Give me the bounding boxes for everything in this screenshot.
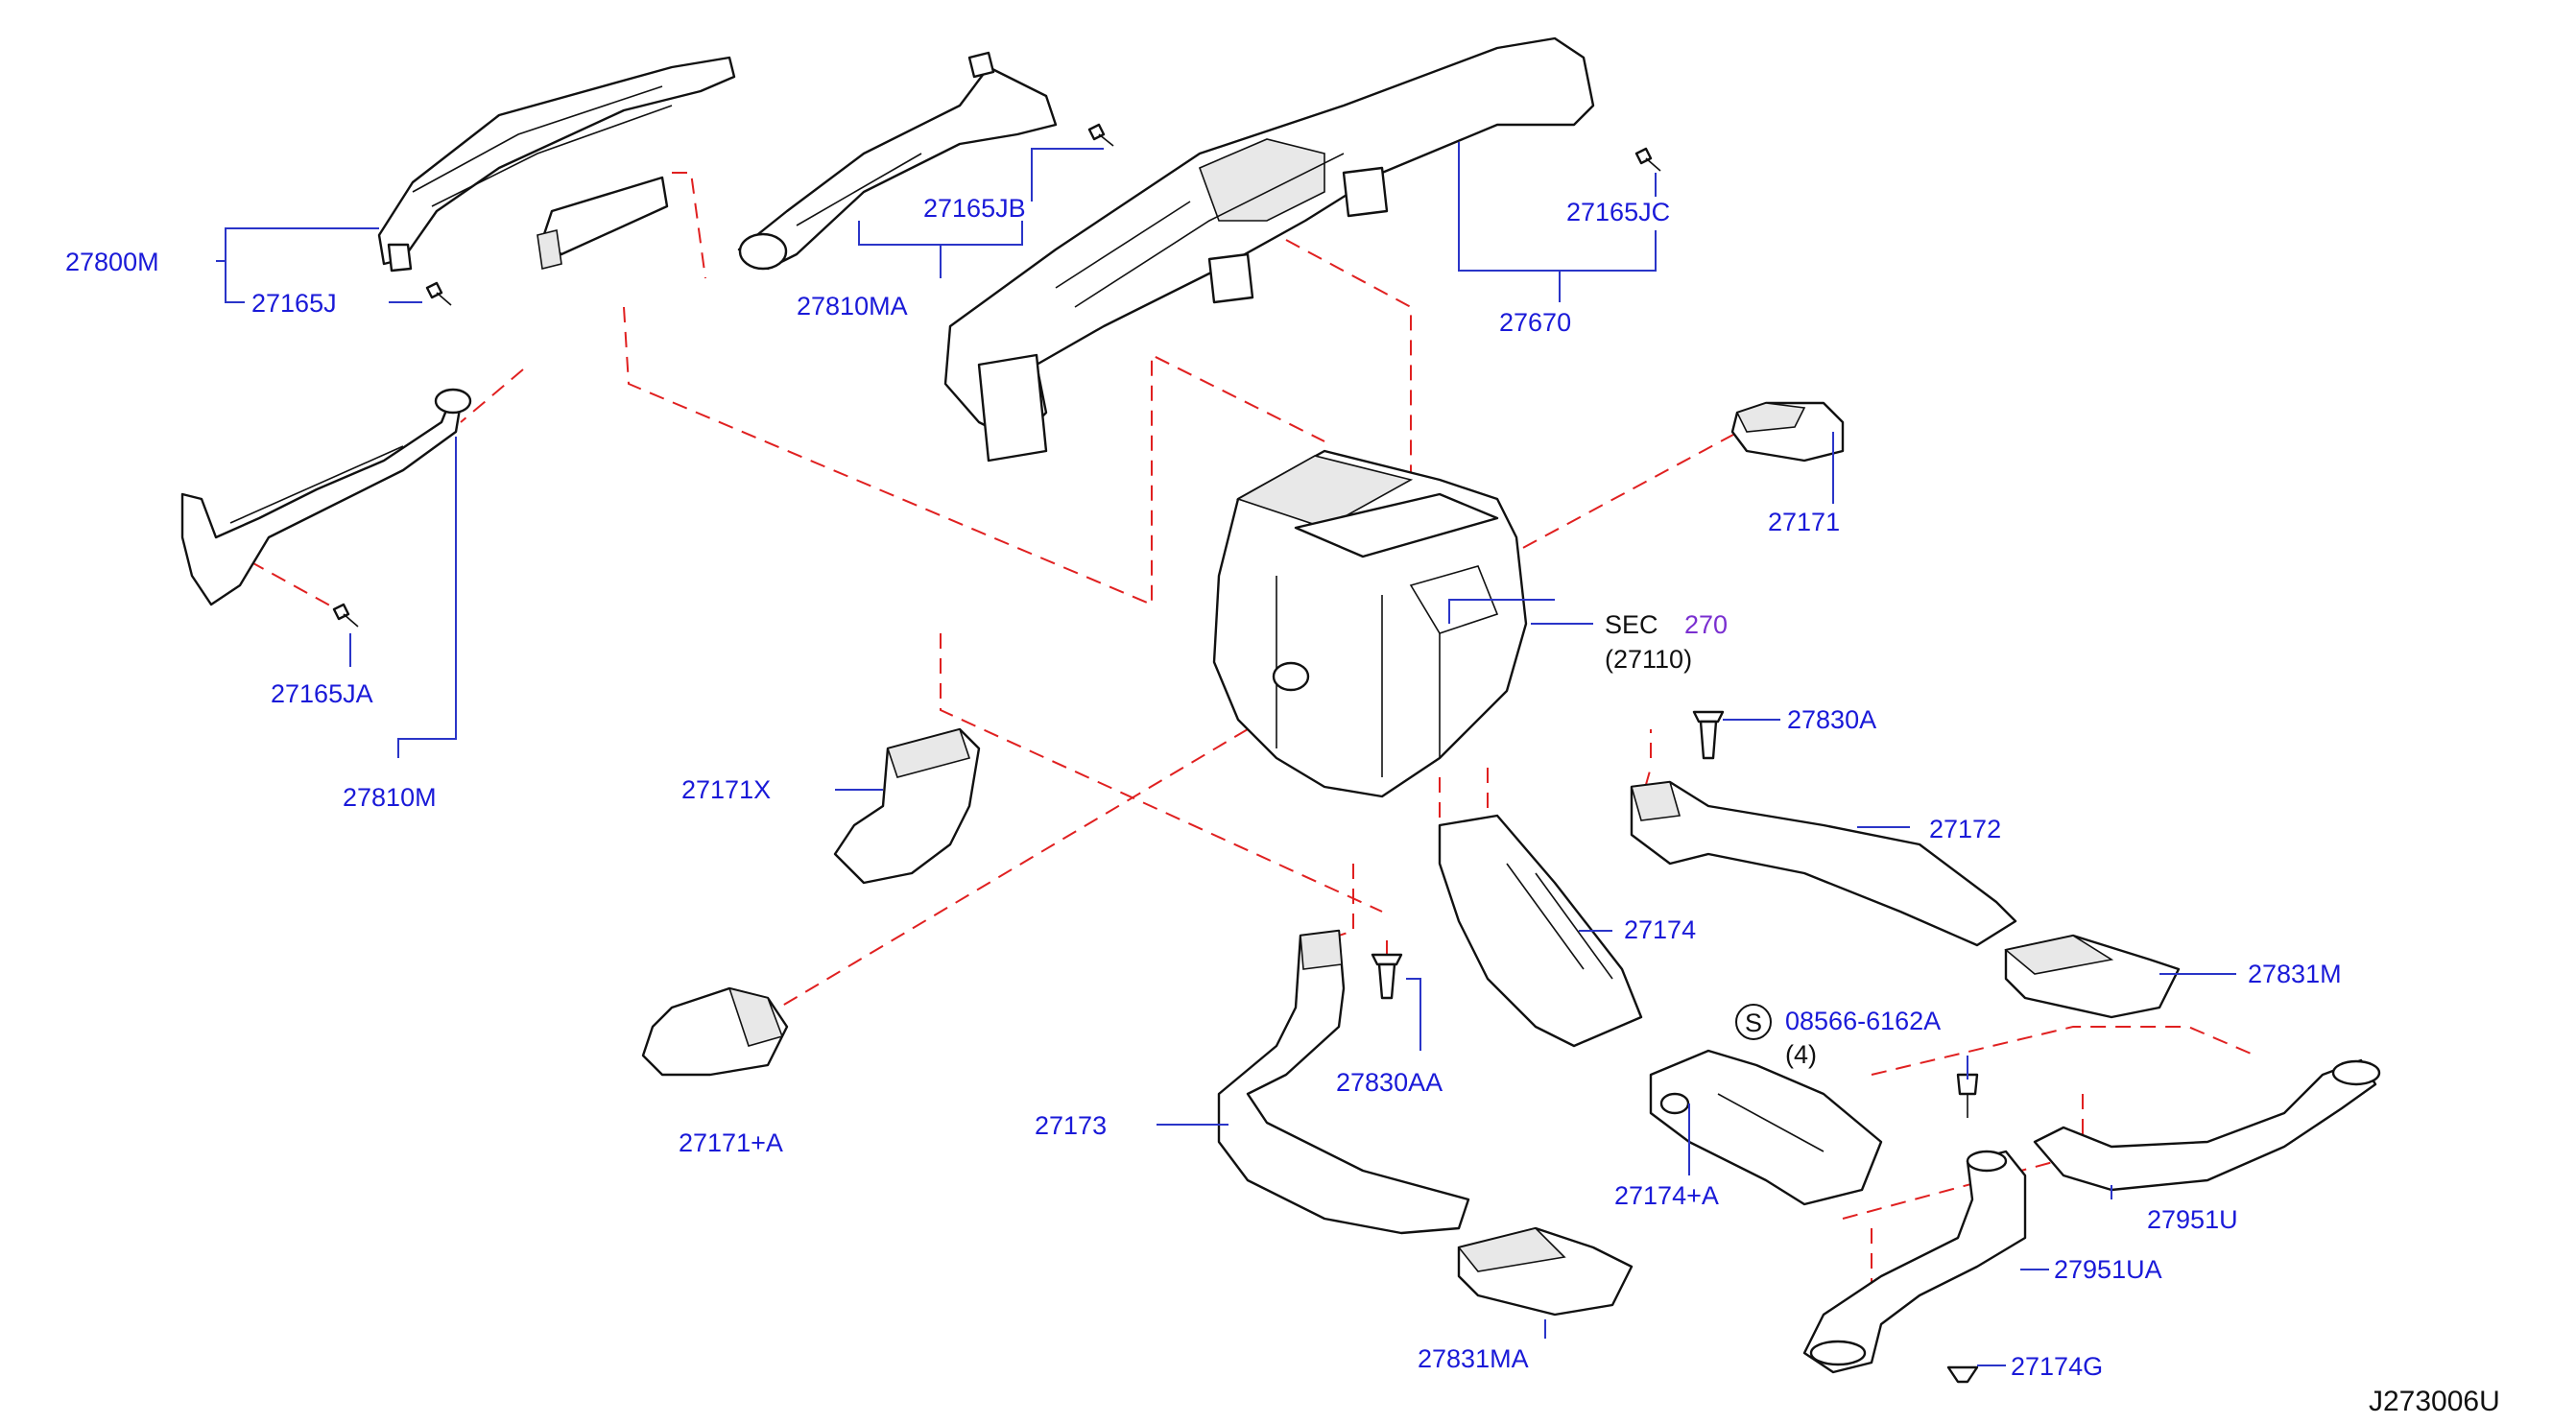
- label-qty-4: (4): [1785, 1040, 1817, 1069]
- clip-27174g-icon: [1946, 1365, 1979, 1384]
- rear-duct-27951u-shape: [2033, 1058, 2381, 1192]
- floor-duct-27174-shape: [1438, 814, 1643, 1048]
- section-number-link[interactable]: 270: [1684, 610, 1728, 639]
- symbol-s-letter: S: [1745, 1009, 1762, 1037]
- label-27831ma: 27831MA: [1418, 1344, 1529, 1373]
- floor-duct-27174a-shape: [1649, 1049, 1883, 1206]
- center-duct-27670-shape: [943, 36, 1595, 463]
- label-27165ja: 27165JA: [271, 679, 373, 708]
- diagram-code: J273006U: [2369, 1386, 2500, 1417]
- clip-27830aa-icon: [1371, 953, 1403, 1000]
- screw-27165jb-icon: [1087, 123, 1114, 147]
- label-27165jb: 27165JB: [923, 194, 1026, 223]
- fasteners: [332, 123, 1979, 1384]
- label-27173: 27173: [1035, 1111, 1107, 1140]
- label-27174g: 27174G: [2011, 1352, 2103, 1381]
- label-27171: 27171: [1768, 508, 1840, 536]
- label-27810ma: 27810MA: [797, 292, 908, 320]
- label-27165j: 27165J: [251, 289, 337, 318]
- label-27830a: 27830A: [1787, 705, 1876, 734]
- label-08566-6162a: 08566-6162A: [1785, 1007, 1941, 1035]
- rear-duct-27951ua-shape: [1802, 1150, 2027, 1374]
- label-27800m: 27800M: [65, 248, 159, 276]
- screw-27165ja-icon: [332, 603, 359, 628]
- label-27951u: 27951U: [2147, 1205, 2238, 1234]
- screw-27165j-icon: [425, 281, 452, 306]
- label-27165jc: 27165JC: [1566, 198, 1670, 226]
- label-27174a: 27174+A: [1614, 1181, 1719, 1210]
- label-27830aa: 27830AA: [1336, 1068, 1443, 1097]
- screw-27165jc-icon: [1634, 147, 1661, 172]
- floor-duct-27172-shape: [1630, 780, 2017, 947]
- vent-27831ma-shape: [1457, 1226, 1634, 1317]
- defroster-nozzle-27800m-shape: [377, 56, 736, 273]
- label-27831m: 27831M: [2248, 960, 2342, 988]
- label-27174: 27174: [1624, 915, 1696, 944]
- duct-27171-shape: [1730, 401, 1845, 463]
- side-vent-duct-27810ma-shape: [737, 51, 1058, 271]
- clip-27830a-icon: [1692, 710, 1725, 760]
- duct-27171a-shape: [641, 986, 789, 1077]
- section-prefix: SEC: [1605, 610, 1658, 639]
- label-27172: 27172: [1929, 815, 2001, 843]
- section-part: (27110): [1605, 645, 1692, 674]
- side-vent-duct-27810m-shape: [180, 388, 472, 606]
- floor-duct-27173-shape: [1217, 929, 1470, 1235]
- label-27670: 27670: [1499, 308, 1571, 337]
- screw-08566-icon: [1956, 1073, 1979, 1118]
- symbol-s: S: [1735, 1004, 1772, 1040]
- label-27951ua: 27951UA: [2054, 1255, 2162, 1284]
- hvac-unit-shape: [1212, 449, 1528, 798]
- duct-27171x-shape: [833, 727, 981, 885]
- label-27171a: 27171+A: [679, 1128, 783, 1157]
- label-27171x: 27171X: [681, 775, 771, 804]
- label-27810m: 27810M: [343, 783, 437, 812]
- vent-27831m-shape: [2004, 934, 2181, 1019]
- leader-lines: [216, 142, 2236, 1366]
